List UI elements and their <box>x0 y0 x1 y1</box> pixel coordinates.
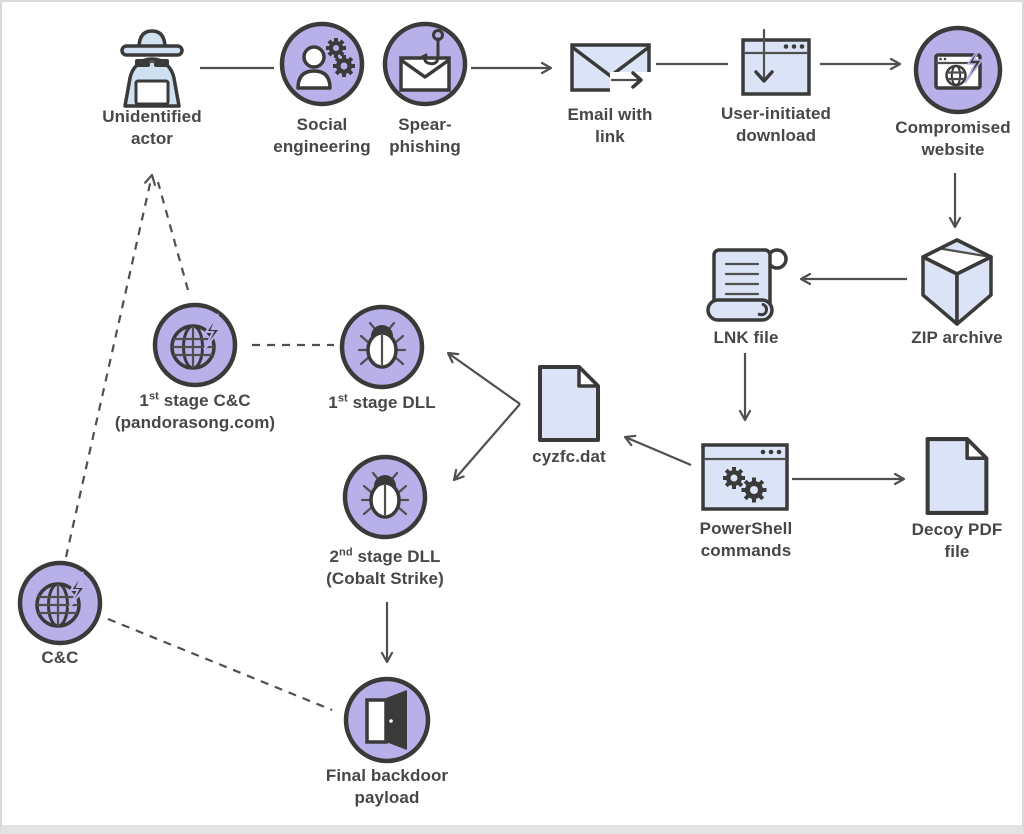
label-second-stage-dll: 2nd stage DLL (Cobalt Strike) <box>326 546 444 588</box>
label-email-with-link: Email with link <box>567 105 653 146</box>
arrow-powershell-cyzfc <box>623 434 692 467</box>
label-spear-phishing: Spear- phishing <box>389 115 461 156</box>
decoy-pdf-file-icon <box>924 436 990 516</box>
dashed-cc-actor <box>64 173 157 558</box>
label-lnk-file: LNK file <box>713 328 779 347</box>
label-compromised-website: Compromised website <box>895 118 1011 159</box>
label-social-engineering: Social engineering <box>273 115 371 156</box>
label-powershell-commands: PowerShell commands <box>699 519 793 560</box>
label-unidentified-actor: Unidentified actor <box>102 107 202 148</box>
compromised-website-icon <box>912 24 1004 116</box>
lnk-scroll-icon <box>700 238 792 328</box>
zip-archive-icon <box>917 236 997 328</box>
arrow-cyzfc-dll1 <box>446 351 521 405</box>
email-link-icon <box>568 40 654 92</box>
dashed-c2-actor <box>156 181 190 291</box>
download-window-icon <box>740 28 812 96</box>
dashed-cc-backdoor <box>107 617 333 712</box>
social-engineering-icon <box>278 20 366 108</box>
arrow-cyzfc-dll2 <box>452 403 521 482</box>
label-user-initiated-download: User-initiated download <box>720 104 832 145</box>
spear-phishing-icon <box>381 20 469 108</box>
second-stage-dll-bug-icon <box>341 453 429 541</box>
label-cnc: C&C <box>41 648 79 667</box>
first-stage-dll-bug-icon <box>338 303 426 391</box>
label-first-stage-dll: 1st stage DLL <box>328 392 436 412</box>
label-decoy-pdf-file: Decoy PDF file <box>911 520 1003 561</box>
label-final-backdoor-payload: Final backdoor payload <box>325 766 449 807</box>
spy-icon <box>105 22 199 108</box>
label-first-stage-cnc: 1st stage C&C (pandorasong.com) <box>114 390 276 432</box>
powershell-icon <box>701 443 789 511</box>
cyzfc-dat-file-icon <box>537 364 601 443</box>
backdoor-door-icon <box>343 676 431 764</box>
label-cyzfc-dat: cyzfc.dat <box>532 447 606 466</box>
label-zip-archive: ZIP archive <box>911 328 1003 347</box>
cnc-globe-icon <box>16 559 104 647</box>
first-stage-cnc-globe-icon <box>151 301 239 389</box>
